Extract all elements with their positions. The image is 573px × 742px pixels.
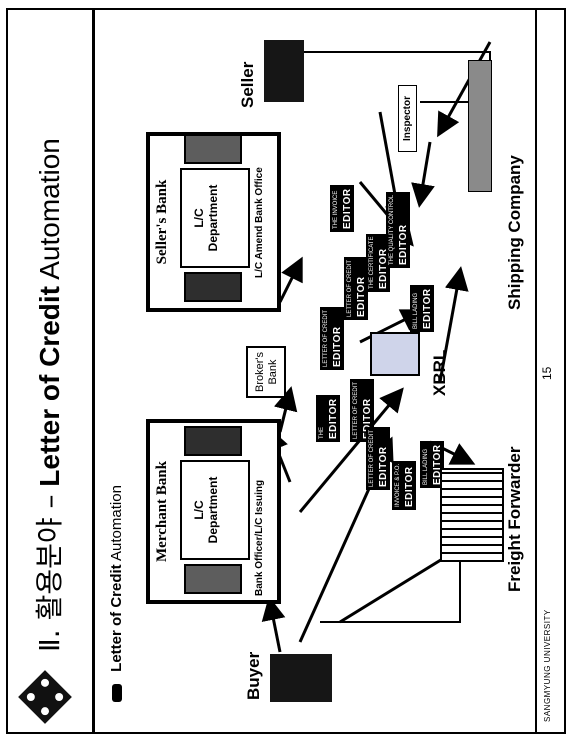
merchant-bank-title: Merchant Bank (154, 461, 170, 562)
merchant-lc-department: L/C Department (180, 460, 250, 560)
merchant-caption: Bank Officer/L/C Issuing (254, 479, 265, 596)
buyer-label: Buyer (244, 651, 263, 700)
footer-university: SANGMYUNG UNIVERSITY (543, 609, 552, 722)
sellers-office-photo-2 (184, 134, 242, 164)
page-number: 15 (540, 366, 554, 380)
ship-icon (468, 60, 492, 192)
seller-factory-icon (264, 40, 304, 102)
brokers-bank-box: Broker's Bank (246, 346, 286, 398)
merchant-office-photo-2 (184, 426, 242, 456)
xbrl-server-icon (370, 332, 420, 376)
seller-label: Seller (238, 61, 257, 108)
shipping-company-label: Shipping Company (505, 155, 524, 310)
sellers-bank-box: Seller's Bank L/C Department L/C Amend B… (146, 132, 281, 312)
merchant-office-photo (184, 564, 242, 594)
freight-forwarder-warehouse-icon (440, 468, 504, 562)
editor-icon-4: INVOICE & P.O.EDITOR (392, 460, 416, 510)
merchant-bank-box: Merchant Bank L/C Department Bank Office… (146, 419, 281, 604)
sellers-office-photo (184, 272, 242, 302)
xbrl-label: XBRL (430, 349, 449, 396)
sellers-bank-title: Seller's Bank (154, 179, 170, 265)
freight-forwarder-label: Freight Forwarder (505, 446, 524, 592)
sellers-caption: L/C Amend Bank Office (254, 167, 265, 278)
sellers-lc-department: L/C Department (180, 168, 250, 268)
inspector-box: Inspector (398, 84, 417, 152)
buyer-photo (270, 654, 332, 702)
